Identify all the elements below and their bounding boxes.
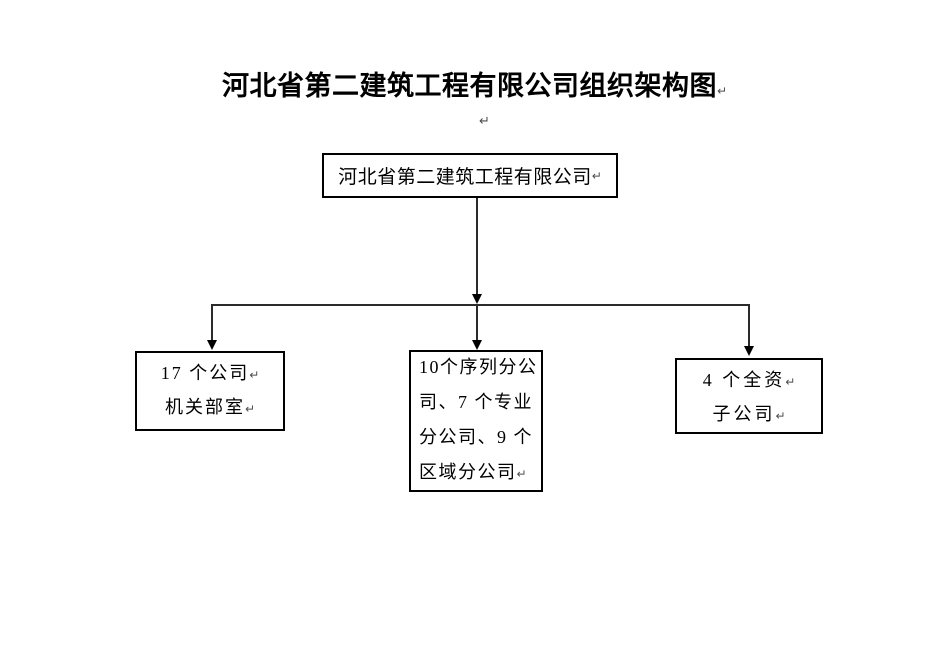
line-break-mark: ↵ <box>249 368 260 382</box>
chart-title-text: 河北省第二建筑工程有限公司组织架构图 <box>221 71 717 101</box>
org-node-text: 机关部室 <box>164 397 245 417</box>
arrowhead-left-down-icon <box>207 340 217 350</box>
org-node-text-line: 10个序列分公 <box>419 350 538 385</box>
connector-right-drop <box>748 306 750 346</box>
arrowhead-right-down-icon <box>744 346 754 356</box>
line-break-mark: ↵ <box>716 84 728 98</box>
org-node-text: 分公司、9 个 <box>419 427 533 447</box>
arrowhead-center-down-icon <box>472 340 482 350</box>
org-node-text-line: 区域分公司↵ <box>419 455 527 492</box>
org-node-text-line: 17 个公司↵ <box>161 357 260 391</box>
arrowhead-main-down-icon <box>472 294 482 304</box>
org-node-text-line: 机关部室↵ <box>165 391 255 425</box>
org-node-text-line: 司、7 个专业 <box>419 385 533 420</box>
line-break-mark: ↵ <box>244 402 256 416</box>
connector-horizontal-span <box>211 304 750 306</box>
org-node-subsidiaries: 4 个全资↵ 子公司↵ <box>675 358 823 434</box>
org-node-text-line: 4 个全资↵ <box>703 364 796 398</box>
line-break-mark: ↵ <box>591 168 602 183</box>
org-node-text-line: 子公司↵ <box>712 398 785 432</box>
connector-left-drop <box>211 306 213 340</box>
org-node-root-company: 河北省第二建筑工程有限公司↵ <box>322 153 618 198</box>
org-node-text-line: 分公司、9 个 <box>419 420 533 455</box>
org-node-text: 4 个全资 <box>702 370 786 390</box>
connector-main-vertical <box>476 198 478 294</box>
org-node-text: 区域分公司 <box>419 462 517 482</box>
org-node-text: 司、7 个专业 <box>419 392 533 412</box>
org-node-text: 10个序列分公 <box>419 357 538 377</box>
line-break-mark: ↵ <box>516 467 527 481</box>
line-break-mark: ↵ <box>785 375 796 389</box>
empty-paragraph-mark: ↵ <box>479 114 490 129</box>
org-node-text: 子公司 <box>712 404 776 424</box>
org-node-head-office-departments: 17 个公司↵ 机关部室↵ <box>135 351 285 431</box>
org-node-text: 17 个公司 <box>160 363 250 383</box>
chart-title: 河北省第二建筑工程有限公司组织架构图↵ <box>0 64 949 103</box>
org-node-branch-companies: 10个序列分公 司、7 个专业 分公司、9 个 区域分公司↵ <box>409 350 543 492</box>
line-break-mark: ↵ <box>775 409 786 423</box>
org-node-root-label: 河北省第二建筑工程有限公司 <box>338 167 592 188</box>
connector-center-drop <box>476 306 478 340</box>
